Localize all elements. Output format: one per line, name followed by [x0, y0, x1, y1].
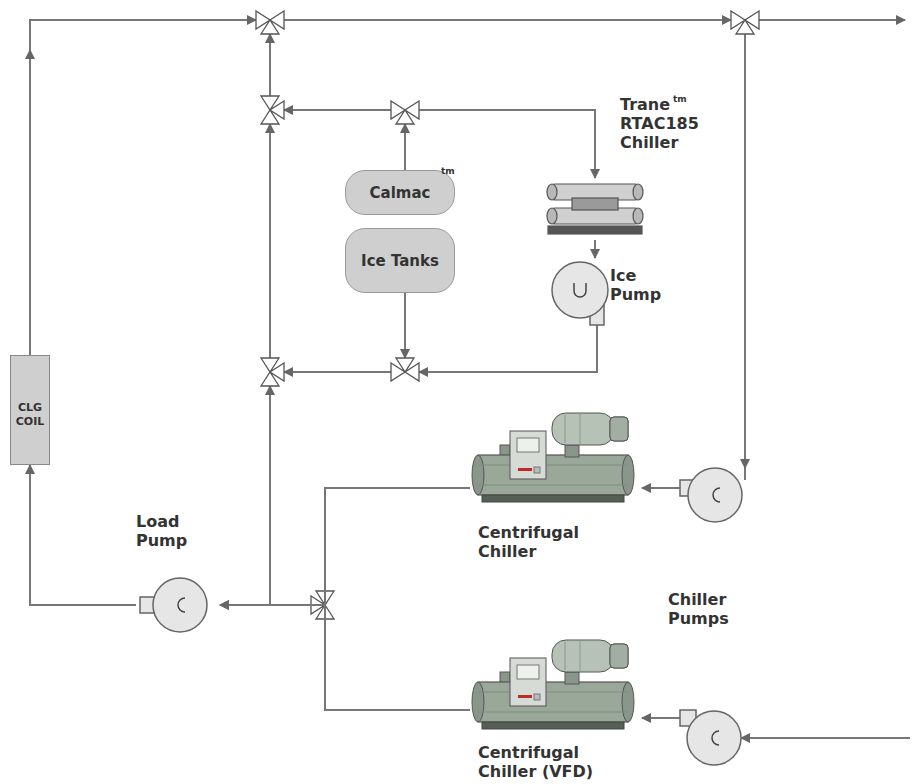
tank-label-box: Calmac [345, 170, 455, 215]
trademark-mark: tm [673, 94, 687, 105]
ice-tank-box: Ice Tanks [345, 228, 455, 293]
pipe-connector [30, 465, 136, 605]
vfd-centrifugal-chiller: Centrifugal Chiller (VFD) [470, 632, 640, 784]
node-label: Load Pump [136, 512, 198, 550]
node-label: Ice Pump [610, 266, 680, 304]
node-label: CLG COIL [11, 401, 49, 429]
cooling-coil-box: CLG COIL [10, 355, 50, 465]
node-label: Centrifugal Chiller (VFD) [478, 743, 618, 781]
pump-group-label: Chiller Pumps [668, 590, 758, 628]
node-label: Centrifugal Chiller [478, 523, 618, 561]
pipe-connector [594, 240, 596, 258]
load-pump: Load Pump [136, 512, 220, 635]
pipe-connector [220, 605, 470, 710]
node-label: Calmac [370, 184, 431, 202]
ice-pump: Ice Pump [545, 258, 700, 338]
pipe-connector [220, 488, 470, 605]
air-cooled-chiller: Trane RTAC185 Chiller [545, 95, 700, 240]
node-label: Trane RTAC185 Chiller [620, 95, 716, 152]
trademark-mark: tm [441, 166, 455, 177]
node-label: Ice Tanks [361, 252, 439, 270]
centrifugal-chiller: Centrifugal Chiller [470, 400, 640, 565]
